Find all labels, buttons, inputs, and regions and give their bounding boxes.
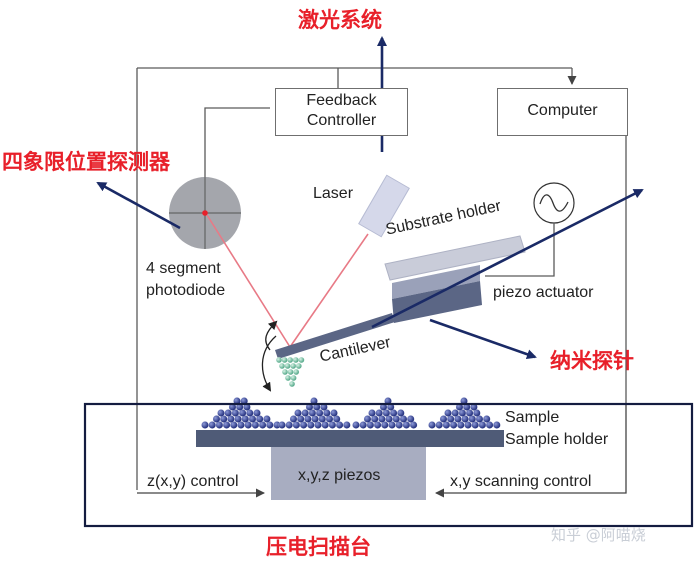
sample-bead — [451, 409, 460, 417]
tip-bead — [275, 356, 283, 364]
xyz-piezos-label: x,y,z piezos — [298, 467, 381, 484]
sample-label: Sample — [505, 409, 560, 426]
tip-bead — [281, 356, 288, 364]
sample-bead — [444, 409, 452, 417]
sample-bead — [406, 415, 415, 423]
sample-bead — [253, 409, 261, 417]
quadrant-detector-arrow — [96, 181, 181, 230]
sample-bead — [396, 409, 405, 417]
sample-bead — [330, 409, 338, 417]
photodiode-detector — [169, 177, 241, 249]
sample-bead — [435, 421, 444, 429]
sample-holder-plate — [196, 430, 504, 447]
piezo-actuator-label: piezo actuator — [493, 284, 594, 301]
tip-bead — [278, 362, 286, 370]
nano-probe-arrow — [429, 318, 537, 360]
tip-bead — [293, 368, 300, 376]
laser-source — [358, 174, 410, 238]
sample-bead — [472, 409, 481, 417]
sample-bead — [231, 409, 240, 417]
xy-control-arrow — [435, 405, 627, 498]
piezo-actuator — [392, 265, 480, 299]
tip-bead — [284, 374, 292, 382]
sample-bead — [352, 421, 360, 429]
sample-bead — [363, 415, 372, 423]
piezo-stage-annotation: 压电扫描台 — [266, 535, 371, 559]
sample-bead — [428, 421, 436, 429]
frame-lines — [136, 67, 627, 490]
nano-probe-annotation: 纳米探针 — [550, 349, 634, 373]
computer-box: Computer — [497, 88, 628, 136]
tip-bead — [298, 356, 305, 364]
sample-bead — [368, 409, 376, 417]
sample-bead — [215, 421, 224, 429]
probe-upper-arrow — [371, 188, 644, 329]
sample-bead — [208, 421, 217, 429]
piezo-stage-highlight-box — [83, 402, 694, 528]
tip-bead — [281, 368, 289, 376]
sample-bead — [212, 415, 221, 423]
sample-bead — [278, 421, 286, 429]
ac-source-icon — [533, 182, 575, 224]
feedback-controller-box: Feedback Controller — [275, 88, 408, 136]
xy-control-label: x,y scanning control — [450, 473, 592, 490]
tip-bead — [292, 356, 299, 364]
sample-bead — [217, 409, 225, 417]
sample-bead — [227, 415, 235, 423]
laser-system-annotation: 激光系统 — [298, 8, 382, 32]
sample-surface — [201, 397, 501, 429]
sample-bead — [301, 409, 310, 417]
oscillation-arrow-up — [265, 320, 278, 351]
sample-bead — [289, 415, 298, 423]
sample-bead — [375, 409, 384, 417]
cantilever-beam — [275, 313, 395, 359]
probe-tip — [275, 356, 305, 388]
tip-bead — [287, 368, 294, 376]
sample-bead — [359, 421, 368, 429]
sample-bead — [342, 421, 351, 429]
computer-label: Computer — [527, 102, 598, 119]
tip-bead — [290, 362, 297, 370]
photodiode-label: 4 segment photodiode — [146, 260, 226, 299]
tip-bead — [290, 374, 297, 382]
quadrant-detector-annotation: 四象限位置探测器 — [2, 150, 170, 174]
sample-bead — [201, 421, 209, 429]
sample-bead — [409, 421, 418, 429]
sample-bead — [224, 409, 233, 417]
sample-bead — [439, 415, 448, 423]
actuator-block — [392, 281, 482, 323]
laser-label: Laser — [313, 185, 354, 202]
tip-bead — [284, 362, 291, 370]
sample-bead — [332, 415, 341, 423]
xyz-piezo-block — [271, 447, 426, 500]
piezo-drive-wire — [485, 223, 555, 277]
substrate-holder — [384, 235, 526, 281]
sample-bead — [285, 421, 294, 429]
feedback-controller-label: Feedback Controller — [306, 92, 377, 129]
z-control-label: z(x,y) control — [147, 473, 239, 490]
oscillation-arrow-down — [261, 335, 277, 392]
sample-holder-label: Sample holder — [505, 431, 609, 448]
sample-bead — [263, 415, 271, 423]
tip-bead — [287, 356, 294, 364]
watermark: 知乎 @阿喵烧 — [551, 526, 646, 544]
sample-bead — [492, 421, 501, 429]
tip-bead — [295, 362, 302, 370]
sample-bead — [294, 409, 302, 417]
sample-bead — [482, 415, 491, 423]
tip-bead — [288, 380, 296, 388]
